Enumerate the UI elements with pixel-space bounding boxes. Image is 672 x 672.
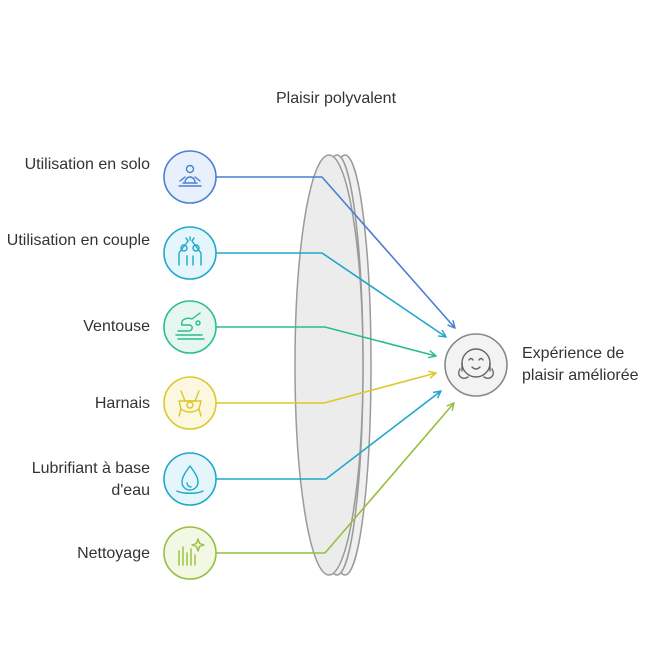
outcome-label: Expérience de plaisir améliorée <box>522 345 639 384</box>
happy-face-icon <box>458 348 494 379</box>
input-label-ventouse: Ventouse <box>83 318 150 335</box>
connector-lines <box>216 176 455 554</box>
connector-arrow <box>216 373 436 404</box>
input-label-solo: Utilisation en solo <box>24 156 150 173</box>
input-label-nettoyage: Nettoyage <box>77 545 150 562</box>
lens-shape <box>294 154 372 576</box>
harness-icon <box>178 390 202 417</box>
input-label-couple: Utilisation en couple <box>6 232 150 249</box>
input-node <box>163 526 217 580</box>
input-label-harnais: Harnais <box>94 395 150 412</box>
meditation-person-icon <box>178 164 202 187</box>
input-node <box>163 300 217 354</box>
water-drop-icon <box>176 465 204 494</box>
input-label-lubrifiant: Lubrifiant à base d'eau <box>31 460 150 499</box>
outcome-node <box>444 333 508 397</box>
sparkle-clean-icon <box>178 538 205 566</box>
diagram-title: Plaisir polyvalent <box>275 90 397 107</box>
input-nodes <box>163 150 217 580</box>
connector-arrow <box>216 252 446 337</box>
hand-suction-icon <box>175 312 205 340</box>
input-node <box>163 376 217 430</box>
connector-arrow <box>216 403 454 554</box>
connector-arrow <box>216 176 455 328</box>
input-node <box>163 226 217 280</box>
input-node <box>163 452 217 506</box>
input-node <box>163 150 217 204</box>
high-five-people-icon <box>178 236 202 266</box>
connector-arrow <box>216 326 436 356</box>
connector-arrow <box>216 391 441 480</box>
